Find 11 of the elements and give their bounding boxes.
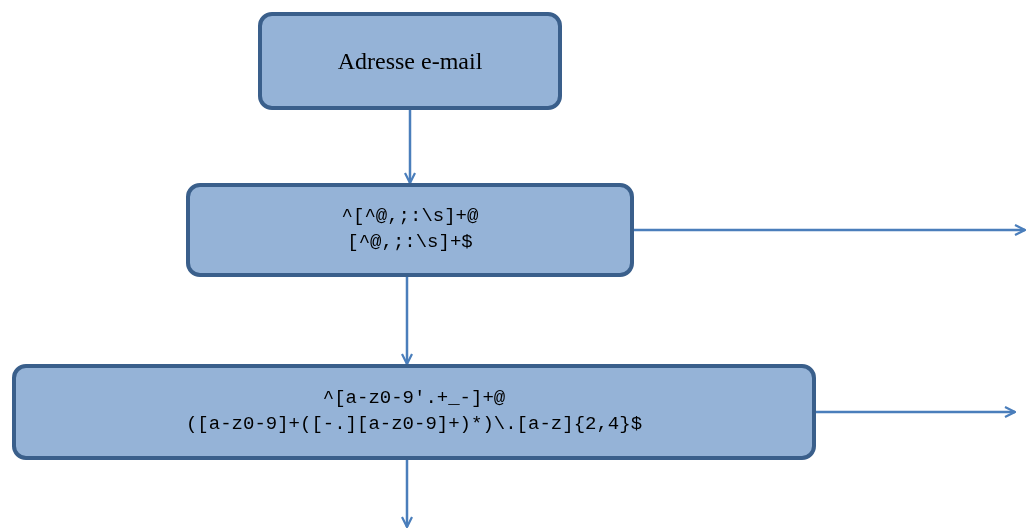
- regex-text: ^[a-z0-9'.+_-]+@ ([a-z0-9]+([-.][a-z0-9]+)*)\.[a-z]{2,4}$: [185, 386, 643, 437]
- arrow: [816, 405, 1017, 419]
- regex-text: ^[^@,;:\s]+@ [^@,;:\s]+$: [340, 204, 480, 255]
- process-box: [12, 364, 816, 460]
- arrow: [400, 277, 414, 366]
- arrow: [634, 223, 1027, 237]
- process-box: [186, 183, 634, 277]
- process-box: [258, 12, 562, 110]
- arrow: [400, 460, 414, 529]
- node-label: Adresse e-mail: [337, 47, 483, 75]
- arrow: [403, 110, 417, 185]
